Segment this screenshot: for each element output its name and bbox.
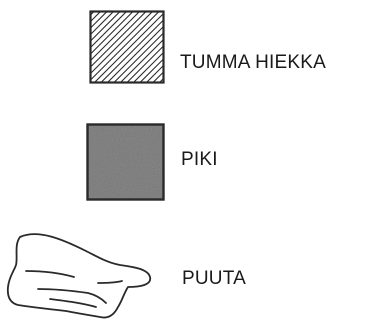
legend-item-pitch: PIKI: [0, 110, 385, 210]
legend-label-dark-sand: TUMMA HIEKKA: [180, 52, 326, 74]
pitch-solid-swatch: [86, 123, 165, 201]
legend-item-dark-sand: TUMMA HIEKKA: [0, 0, 385, 100]
legend-label-pitch: PIKI: [181, 149, 218, 171]
dark-sand-hatch-swatch: [89, 10, 165, 84]
wood-fragment-swatch: [0, 225, 170, 327]
legend-label-wood: PUUTA: [182, 268, 246, 290]
legend-item-wood: PUUTA: [0, 225, 385, 327]
